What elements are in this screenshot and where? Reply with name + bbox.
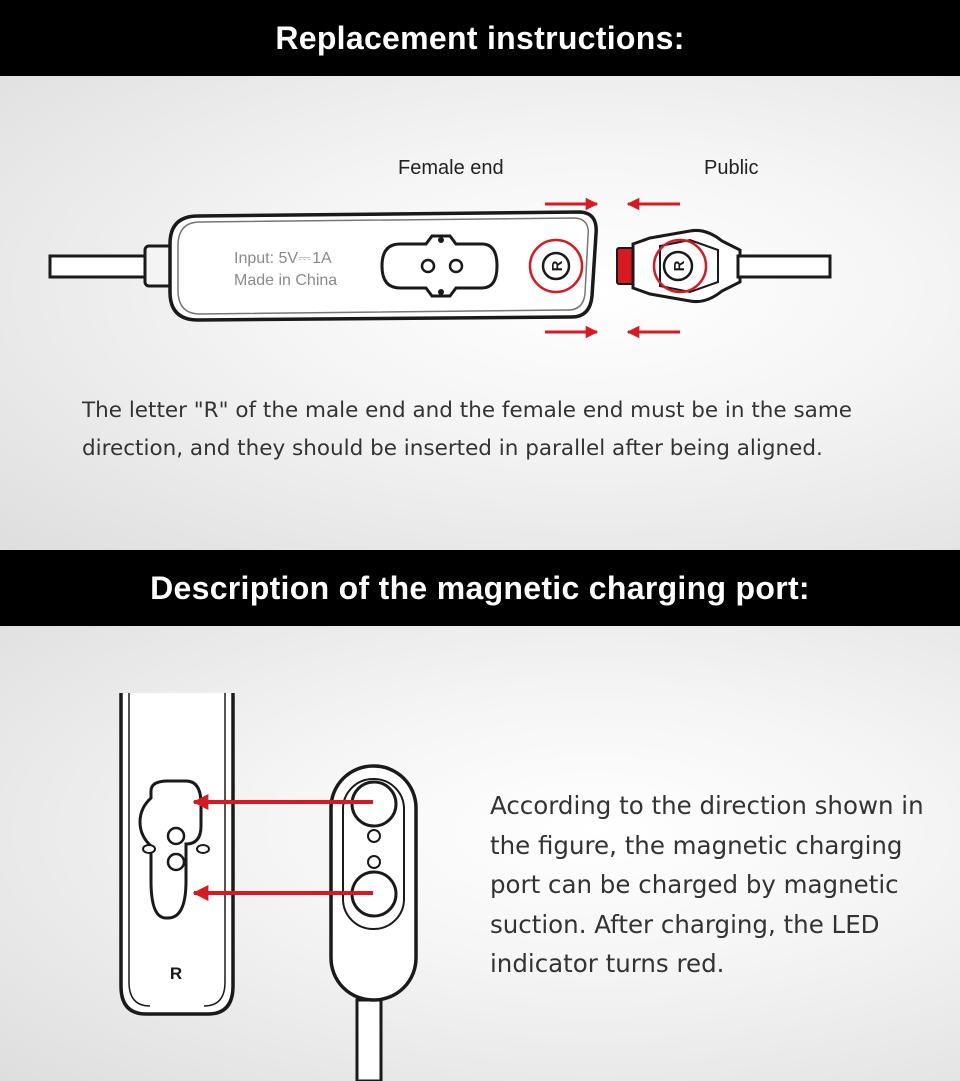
charging-port-description: According to the direction shown in the … <box>490 791 924 978</box>
r-mark-earphone: R <box>170 964 182 983</box>
left-cable <box>48 244 179 288</box>
public-label: Public <box>704 157 759 179</box>
cable-connection-illustration: R R <box>48 197 832 339</box>
section-title: Description of the magnetic charging por… <box>150 569 810 606</box>
female-end-device <box>168 210 598 322</box>
device-input-rating: Input: 5V⎓ 1A <box>234 250 332 267</box>
r-mark-female: R <box>549 260 566 271</box>
earphone-housing: R <box>119 693 235 1016</box>
r-highlight-circle <box>528 238 584 294</box>
device-origin: Made in China <box>234 272 338 289</box>
female-end-label: Female end <box>398 157 504 179</box>
magnetic-port-illustration: R <box>119 693 418 1081</box>
charging-port-panel: R According to the direction shown in th… <box>0 626 960 1081</box>
replacement-instructions-panel: R R Female end Public Input: 5V⎓ 1A Made… <box>0 76 960 550</box>
replacement-instructions-header: Replacement instructions: <box>0 0 960 76</box>
male-plug <box>616 229 832 303</box>
r-highlight-circle-male <box>652 238 708 294</box>
charging-port-header: Description of the magnetic charging por… <box>0 550 960 626</box>
r-mark-male: R <box>671 260 688 271</box>
section-title: Replacement instructions: <box>275 19 685 56</box>
right-cable <box>736 254 832 279</box>
device-print: Input: 5V⎓ 1A Made in China <box>234 248 337 292</box>
magnetic-connector <box>329 764 418 1081</box>
replacement-description: The letter "R" of the male end and the f… <box>82 398 853 461</box>
